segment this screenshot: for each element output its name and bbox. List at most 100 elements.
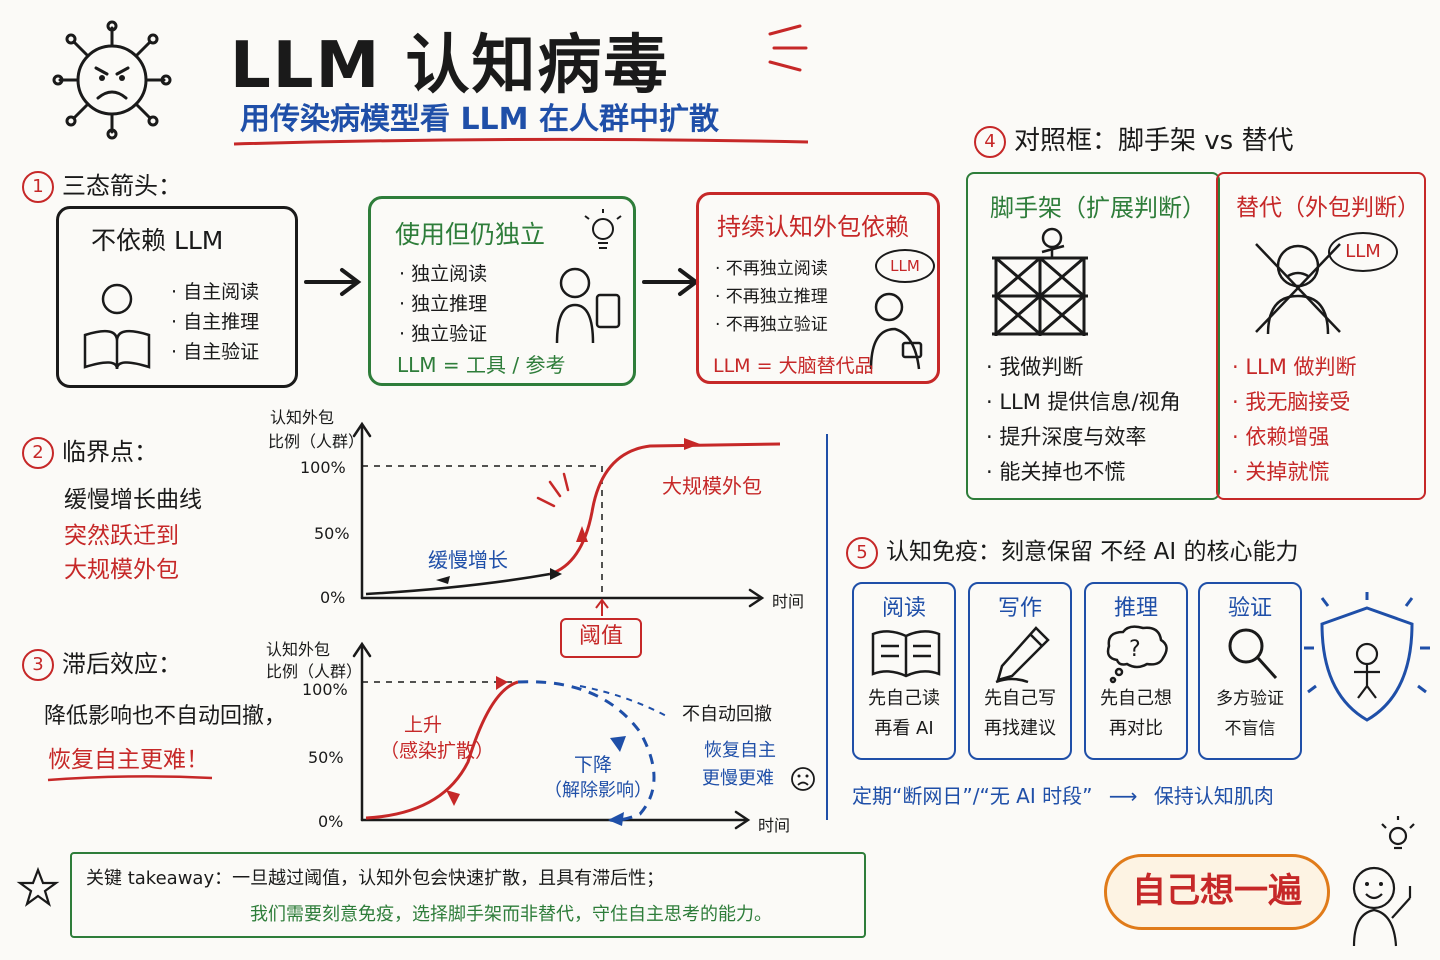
decline-label: 下降: [574, 754, 613, 776]
slumped-person-icon: [869, 292, 923, 370]
chart2-xlabel: 时间: [758, 816, 791, 835]
thought-icon: ?: [1106, 625, 1168, 684]
state-items: · 自主阅读 · 自主推理 · 自主验证: [171, 277, 259, 367]
bubble-label: LLM: [1345, 241, 1381, 262]
arrow-icon: [304, 268, 362, 296]
section3-label: 滞后效应：: [62, 650, 182, 678]
sad-face-icon: [791, 767, 815, 791]
reading-person-icon: [83, 283, 151, 370]
takeaway-line2: 我们需要刻意免疫，选择脚手架而非替代，守住自主思考的能力。: [250, 904, 772, 925]
skill-title: 写作: [997, 596, 1042, 621]
state-title: 使用但仍独立: [395, 220, 546, 249]
chart2-ylabel-1: 认知外包: [266, 640, 331, 659]
decline-curve: [517, 680, 656, 822]
section3-desc2: 恢复自主更难！: [48, 747, 209, 773]
replacement-panel: 替代（外包判断） LLM · LLM 做判断 · 我无脑接受 · 依赖增强 · …: [1216, 172, 1426, 500]
pen-icon: [995, 626, 1050, 684]
section2-number: 2: [22, 437, 54, 469]
magnifier-icon: [1228, 628, 1278, 680]
chart2-tick-50: 50%: [308, 748, 344, 767]
immunity-footer: 定期“断网日”/“无 AI 时段” ⟶ 保持认知肌肉: [852, 780, 1274, 809]
rise-curve: [365, 680, 519, 820]
arrow-icon: [642, 268, 700, 296]
section2-desc2b: 大规模外包: [64, 557, 179, 583]
chart1-tick-100: 100%: [300, 458, 346, 477]
recovery-note-2: 更慢更难: [702, 768, 774, 789]
list-item: · 关掉就慌: [1232, 460, 1330, 484]
rise-label: 上升: [404, 714, 443, 736]
immunity-result: 保持认知肌肉: [1153, 784, 1274, 808]
thinking-person-icon: [1352, 816, 1415, 947]
section-divider: [826, 434, 828, 820]
chart2-tick-100: 100%: [302, 680, 348, 699]
section5-label: 认知免疫：刻意保留 不经 AI 的核心能力: [886, 539, 1299, 565]
replacement-title: 替代（外包判断）: [1236, 195, 1420, 221]
chart1-tick-0: 0%: [320, 588, 346, 607]
skill-line1: 多方验证: [1216, 689, 1284, 709]
section4-label: 对照框：脚手架 vs 替代: [1014, 126, 1294, 156]
scaffold-items: · 我做判断 · LLM 提供信息/视角 · 提升深度与效率 · 能关掉也不慌: [986, 350, 1181, 490]
skill-line2: 再看 AI: [874, 718, 934, 739]
page-title: LLM 认知病毒: [230, 29, 670, 103]
section3-desc1: 降低影响也不自动回撤，: [44, 704, 287, 729]
list-item: · 不再独立验证: [715, 315, 828, 335]
list-item: · LLM 提供信息/视角: [986, 390, 1181, 414]
think-bubble: 自己想一遍: [1104, 854, 1330, 930]
state-footer: LLM = 大脑替代品: [713, 355, 874, 377]
takeaway-box: 关键 takeaway：一旦越过阈值，认知外包会快速扩散，且具有滞后性； 我们需…: [70, 852, 866, 938]
llm-thought-bubble: LLM: [1328, 232, 1398, 272]
chart1-tick-50: 50%: [314, 524, 350, 543]
skill-line1: 先自己想: [1100, 688, 1172, 709]
section4-number: 4: [974, 125, 1006, 158]
list-item: · 提升深度与效率: [986, 425, 1147, 449]
tipping-point-chart: [352, 421, 781, 616]
emphasis-marks: [768, 24, 808, 72]
section4-header: 4 对照框：脚手架 vs 替代: [974, 120, 1293, 158]
recovery-note-1: 恢复自主: [704, 740, 776, 761]
state-box-independent: 不依赖 LLM · 自主阅读 · 自主推理 · 自主验证: [56, 206, 298, 388]
skill-card-reasoning: 推理 ? 先自己想再对比: [1084, 582, 1188, 760]
llm-thought-bubble: LLM: [875, 249, 935, 283]
rise-label-detail: （感染扩散）: [380, 740, 495, 762]
skill-title: 推理: [1113, 596, 1158, 621]
state-footer: LLM = 工具 / 参考: [397, 353, 566, 377]
list-item: · 独立推理: [399, 293, 488, 315]
list-item: · 不再独立推理: [715, 287, 828, 307]
scaffold-icon: [992, 227, 1088, 336]
star-icon: [16, 866, 60, 907]
list-item: · 独立验证: [399, 323, 488, 345]
page-subtitle: 用传染病模型看 LLM 在人群中扩散: [240, 102, 719, 137]
arrow-icon: ⟶: [1108, 784, 1138, 808]
tablet-person-icon: [555, 267, 621, 344]
section2-desc2a: 突然跃迁到: [64, 523, 179, 549]
mass-outsourcing-label: 大规模外包: [662, 474, 762, 498]
chart1-ylabel-2: 比例（人群）: [268, 432, 365, 451]
skill-line2: 再对比: [1109, 718, 1163, 739]
chart2-tick-0: 0%: [318, 812, 344, 831]
skill-title: 阅读: [881, 596, 926, 621]
slow-growth-curve: [365, 572, 551, 596]
book-icon: [871, 630, 941, 678]
list-item: · 能关掉也不慌: [986, 460, 1126, 484]
chart1-xlabel: 时间: [772, 592, 805, 611]
list-item: · 我做判断: [986, 355, 1084, 379]
skill-line1: 先自己写: [984, 688, 1056, 709]
skill-card-reading: 阅读 先自己读再看 AI: [852, 582, 956, 760]
decline-label-detail: （解除影响）: [544, 780, 652, 801]
section2-desc1: 缓慢增长曲线: [64, 487, 202, 513]
chart2-ylabel-2: 比例（人群）: [266, 662, 363, 681]
skill-line1: 先自己读: [868, 688, 940, 709]
section1-number: 1: [22, 171, 54, 203]
skill-title: 验证: [1227, 596, 1272, 621]
state-items: · 不再独立阅读 · 不再独立推理 · 不再独立验证: [715, 255, 828, 339]
list-item: · 我无脑接受: [1232, 390, 1351, 414]
state-title: 持续认知外包依赖: [717, 213, 909, 241]
jump-curve: [549, 442, 781, 576]
desc-underline: [47, 775, 213, 782]
state-title: 不依赖 LLM: [91, 226, 224, 255]
crossed-out-person-icon: [1255, 243, 1341, 335]
hysteresis-chart: [352, 641, 751, 830]
